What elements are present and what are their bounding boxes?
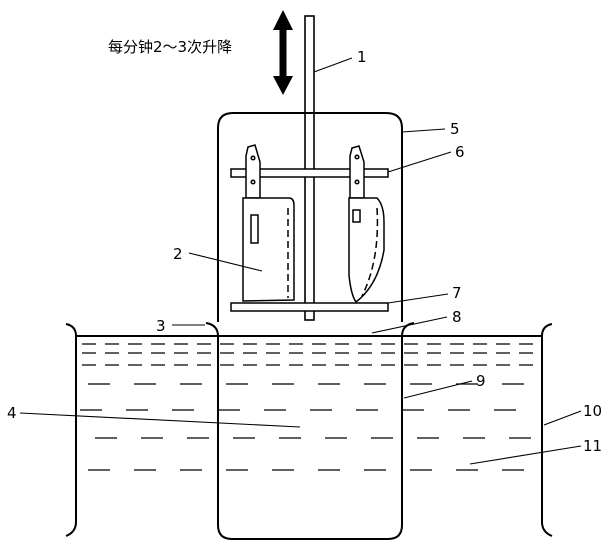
label-basket: 5 bbox=[450, 120, 460, 138]
label-upper-rack: 6 bbox=[455, 143, 465, 161]
liquid-dashes-sparse bbox=[80, 383, 538, 471]
label-solution-line: 11 bbox=[583, 437, 602, 455]
basket-outline bbox=[217, 112, 403, 322]
leader-lines bbox=[19, 57, 582, 465]
liquid-dashes bbox=[82, 343, 538, 366]
label-rod: 1 bbox=[357, 48, 367, 66]
liquid-tank bbox=[65, 322, 553, 540]
label-liquid: 4 bbox=[7, 404, 17, 422]
cleaver-knife bbox=[242, 144, 295, 302]
lower-rack bbox=[230, 302, 389, 312]
chef-knife bbox=[348, 145, 385, 304]
upper-rack bbox=[230, 168, 389, 178]
lift-rod bbox=[304, 15, 315, 321]
label-cleaver: 2 bbox=[173, 245, 183, 263]
label-container-edge: 3 bbox=[156, 317, 166, 335]
label-lower-rack: 7 bbox=[452, 284, 462, 302]
label-tank-wall: 10 bbox=[583, 402, 602, 420]
motion-caption: 每分钟2～3次升降 bbox=[108, 38, 232, 56]
label-basket-wall: 9 bbox=[476, 372, 486, 390]
up-down-arrow bbox=[273, 10, 293, 95]
label-liquid-surface: 8 bbox=[452, 308, 462, 326]
